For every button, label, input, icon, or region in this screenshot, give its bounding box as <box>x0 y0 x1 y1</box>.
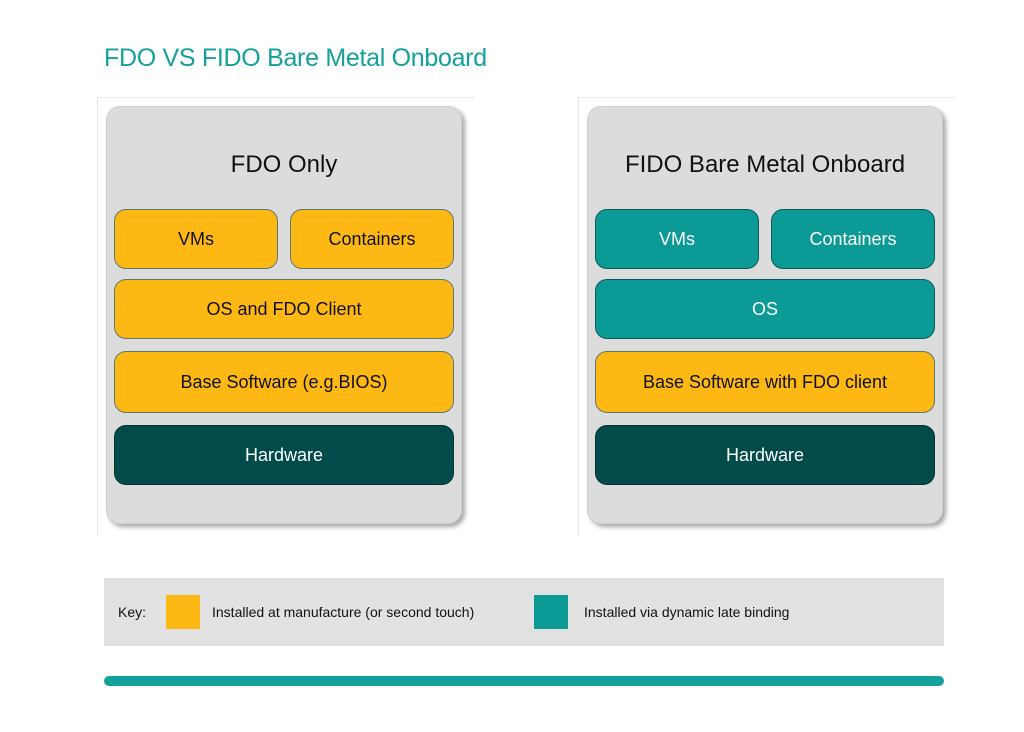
fdo-only-title: FDO Only <box>230 151 338 178</box>
legend-manufacture-text: Installed at manufacture (or second touc… <box>212 604 475 620</box>
right-vms-layer: VMs <box>595 209 759 269</box>
left-os-layer: OS and FDO Client <box>114 279 454 339</box>
left-panel-frame: FDO Only VMs Containers OS and FDO Clien… <box>97 97 474 536</box>
legend: Key: Installed at manufacture (or second… <box>104 578 944 646</box>
page-title: FDO VS FIDO Bare Metal Onboard <box>104 44 487 72</box>
left-vms-layer: VMs <box>114 209 278 269</box>
fido-bare-metal-panel: FIDO Bare Metal Onboard VMs Containers O… <box>587 106 943 524</box>
fido-bare-metal-title: FIDO Bare Metal Onboard <box>624 151 906 178</box>
manufacture-swatch <box>166 595 200 629</box>
right-containers-layer: Containers <box>771 209 935 269</box>
left-base-software-layer: Base Software (e.g.BIOS) <box>114 351 454 413</box>
left-containers-layer: Containers <box>290 209 454 269</box>
dynamic-swatch <box>534 595 568 629</box>
right-panel-frame: FIDO Bare Metal Onboard VMs Containers O… <box>578 97 955 536</box>
right-os-layer: OS <box>595 279 935 339</box>
legend-label: Key: <box>118 604 147 620</box>
left-hardware-layer: Hardware <box>114 425 454 485</box>
footer-accent-bar <box>104 676 944 686</box>
right-base-software-layer: Base Software with FDO client <box>595 351 935 413</box>
legend-dynamic-text: Installed via dynamic late binding <box>584 604 790 620</box>
right-hardware-layer: Hardware <box>595 425 935 485</box>
fdo-only-panel: FDO Only VMs Containers OS and FDO Clien… <box>106 106 462 524</box>
